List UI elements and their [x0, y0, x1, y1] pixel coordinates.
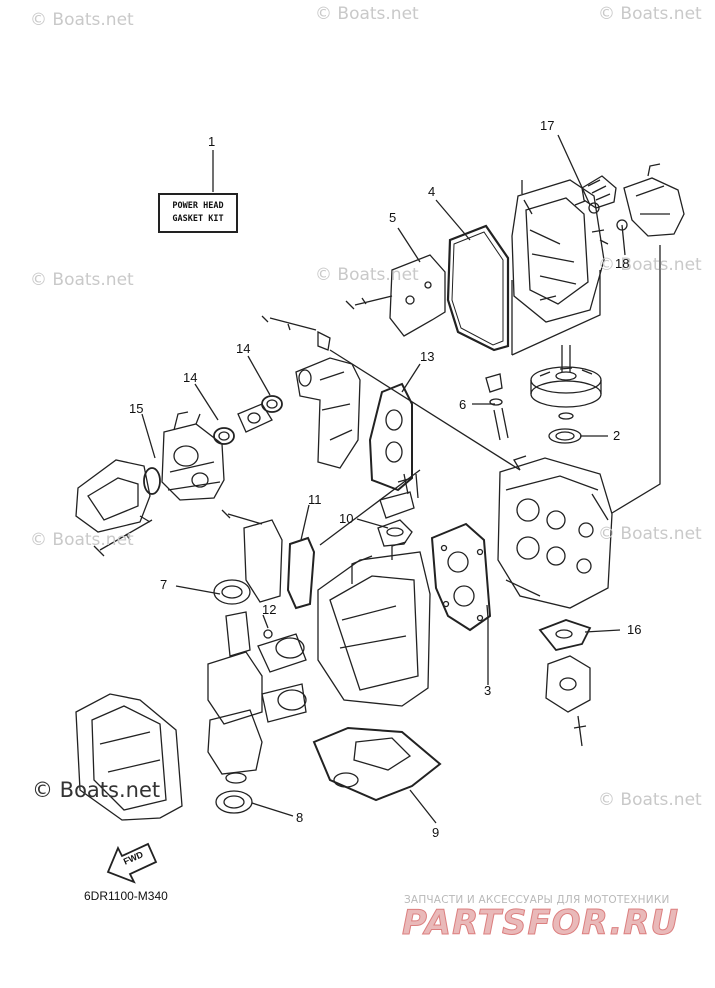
part-number-3: 3	[484, 683, 492, 698]
watermark: © Boats.net	[30, 270, 134, 290]
watermark: © Boats.net	[598, 255, 702, 275]
kit-label-line2: GASKET KIT	[172, 214, 224, 224]
diagram-code: 6DR1100-M340	[84, 889, 168, 903]
part-number-16: 16	[627, 622, 642, 637]
power-head-gasket-kit-label: POWER HEAD GASKET KIT	[158, 193, 238, 233]
part-number-18: 18	[615, 256, 630, 271]
part-number-5: 5	[389, 210, 397, 225]
part-number-15: 15	[129, 401, 144, 416]
watermark: © Boats.net	[598, 4, 702, 24]
part-number-7: 7	[160, 577, 168, 592]
watermark: © Boats.net	[30, 530, 134, 550]
kit-label-line1: POWER HEAD	[172, 201, 224, 211]
part-number-14-upper: 14	[236, 341, 251, 356]
part-number-13: 13	[420, 349, 435, 364]
watermark-main: © Boats.net	[32, 778, 161, 802]
part-number-1: 1	[208, 134, 216, 149]
part-number-2: 2	[613, 428, 621, 443]
shop-tagline: ЗАПЧАСТИ И АКСЕССУАРЫ ДЛЯ МОТОТЕХНИКИ	[404, 894, 670, 906]
part-number-14-lower: 14	[183, 370, 198, 385]
watermark: © Boats.net	[315, 265, 419, 285]
part-number-6: 6	[459, 397, 467, 412]
part-number-4: 4	[428, 184, 436, 199]
part-number-12: 12	[262, 602, 277, 617]
part-number-17: 17	[540, 118, 555, 133]
watermark: © Boats.net	[30, 10, 134, 30]
part-number-10: 10	[339, 511, 354, 526]
watermark: © Boats.net	[598, 524, 702, 544]
part-number-9: 9	[432, 825, 440, 840]
part-number-11: 11	[308, 492, 322, 507]
watermark: © Boats.net	[598, 790, 702, 810]
watermark: © Boats.net	[315, 4, 419, 24]
part-number-8: 8	[296, 810, 304, 825]
shop-logo: PARTSFOR.RU	[401, 903, 680, 944]
